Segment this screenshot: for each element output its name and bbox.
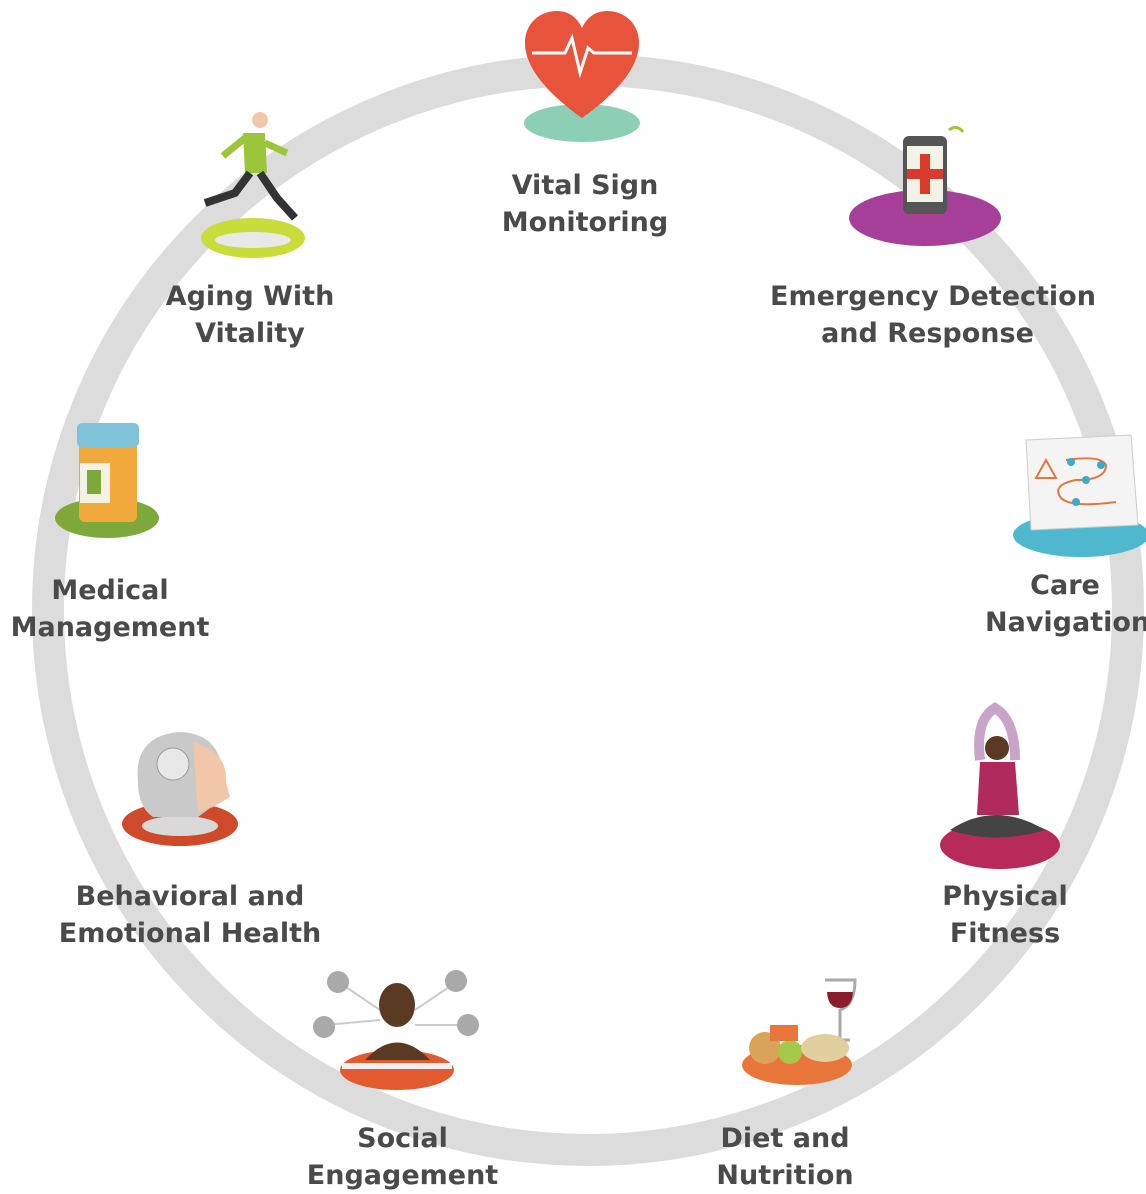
label-line2: Emotional Health [58, 918, 322, 949]
map-icon [1013, 434, 1146, 557]
label-line1: Social [357, 1123, 448, 1154]
runner-icon [201, 112, 305, 258]
label-line2: Vitality [195, 318, 305, 349]
label-line2: Nutrition [716, 1160, 854, 1191]
label-line1: Care [1030, 570, 1100, 601]
pill-bottle-icon [55, 423, 159, 538]
yoga-person-icon [940, 702, 1060, 869]
head-brain-icon [122, 732, 238, 846]
label-line1: Diet and [720, 1123, 850, 1154]
label-line2: Management [10, 612, 210, 643]
label-line1: Vital Sign [511, 170, 659, 201]
label-line2: and Response [821, 318, 1034, 349]
label-line2: Fitness [949, 918, 1061, 949]
label-line1: Behavioral and [75, 881, 305, 912]
heart-monitor-icon [524, 11, 640, 142]
food-plate-icon [742, 978, 857, 1085]
label-line1: Medical [51, 575, 169, 606]
label-line2: Monitoring [501, 207, 669, 238]
label-line1: Physical [942, 881, 1068, 912]
emergency-phone-icon [849, 125, 1001, 246]
label-line1: Emergency Detection [770, 281, 1096, 312]
social-person-icon [313, 970, 479, 1090]
label-line1: Aging With [165, 281, 335, 312]
label-line2: Engagement [306, 1160, 499, 1191]
label-line2: Navigation [985, 607, 1146, 638]
